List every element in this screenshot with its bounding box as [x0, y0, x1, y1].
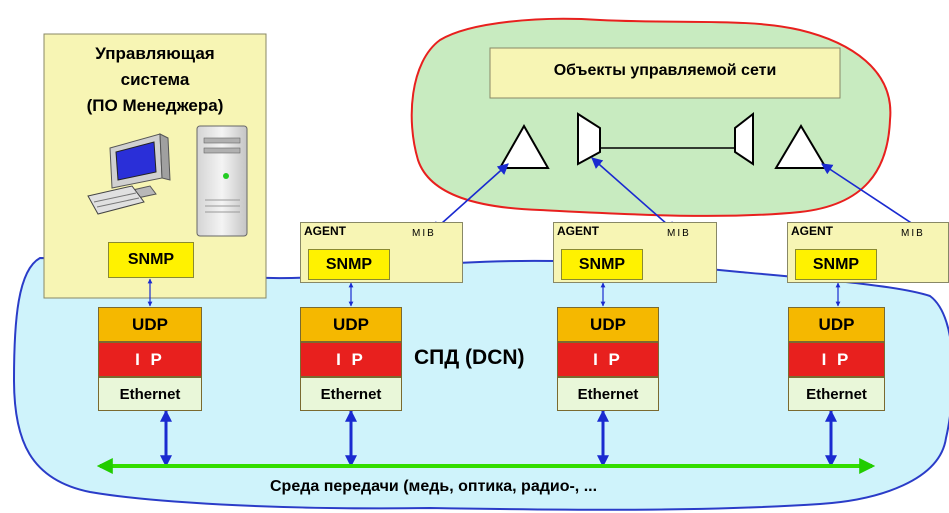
agent-label-3: AGENT [791, 224, 833, 238]
keyboard-icon [87, 185, 145, 215]
server-tower-icon [196, 125, 248, 237]
agent-label-2: AGENT [557, 224, 599, 238]
stack-4-ethernet: Ethernet [788, 377, 885, 411]
mib-label-3: MIB [901, 228, 925, 239]
mib-link-arrow-3 [821, 163, 926, 233]
stack-2-udp: UDP [300, 307, 402, 342]
stack-2-ip: I P [300, 342, 402, 377]
manager-title-line1: Управляющая [95, 44, 215, 63]
network-label: СПД (DCN) [414, 346, 525, 369]
agent-label-1: AGENT [304, 224, 346, 238]
mib-label-1: MIB [412, 228, 436, 239]
mib-link-arrow-2 [591, 157, 677, 233]
computer-monitor-icon [109, 133, 171, 201]
manager-title-line2: система [120, 70, 190, 89]
manager-title-line3: (ПО Менеджера) [86, 96, 224, 115]
agent-snmp-box-2: SNMP [561, 249, 643, 280]
mib-link-arrow-1 [431, 163, 509, 233]
network-element-triangle-1 [498, 123, 550, 169]
stack-4-udp: UDP [788, 307, 885, 342]
cloud-title: Объекты управляемой сети [553, 62, 777, 79]
stack-3-udp: UDP [557, 307, 659, 342]
network-element-trapezoid-1 [577, 112, 601, 166]
network-element-trapezoid-2 [734, 111, 754, 166]
manager-snmp-box: SNMP [108, 242, 194, 278]
agent-snmp-box-1: SNMP [308, 249, 390, 280]
mib-label-2: MIB [667, 228, 691, 239]
cloud-title-box [489, 47, 841, 99]
stack-1-ip: I P [98, 342, 202, 377]
agent-snmp-box-3: SNMP [795, 249, 877, 280]
stack-3-ip: I P [557, 342, 659, 377]
stack-1-udp: UDP [98, 307, 202, 342]
stack-2-ethernet: Ethernet [300, 377, 402, 411]
stack-4-ip: I P [788, 342, 885, 377]
stack-1-ethernet: Ethernet [98, 377, 202, 411]
stack-3-ethernet: Ethernet [557, 377, 659, 411]
medium-label: Среда передачи (медь, оптика, радио-, ..… [270, 478, 598, 495]
network-element-triangle-2 [774, 124, 828, 169]
